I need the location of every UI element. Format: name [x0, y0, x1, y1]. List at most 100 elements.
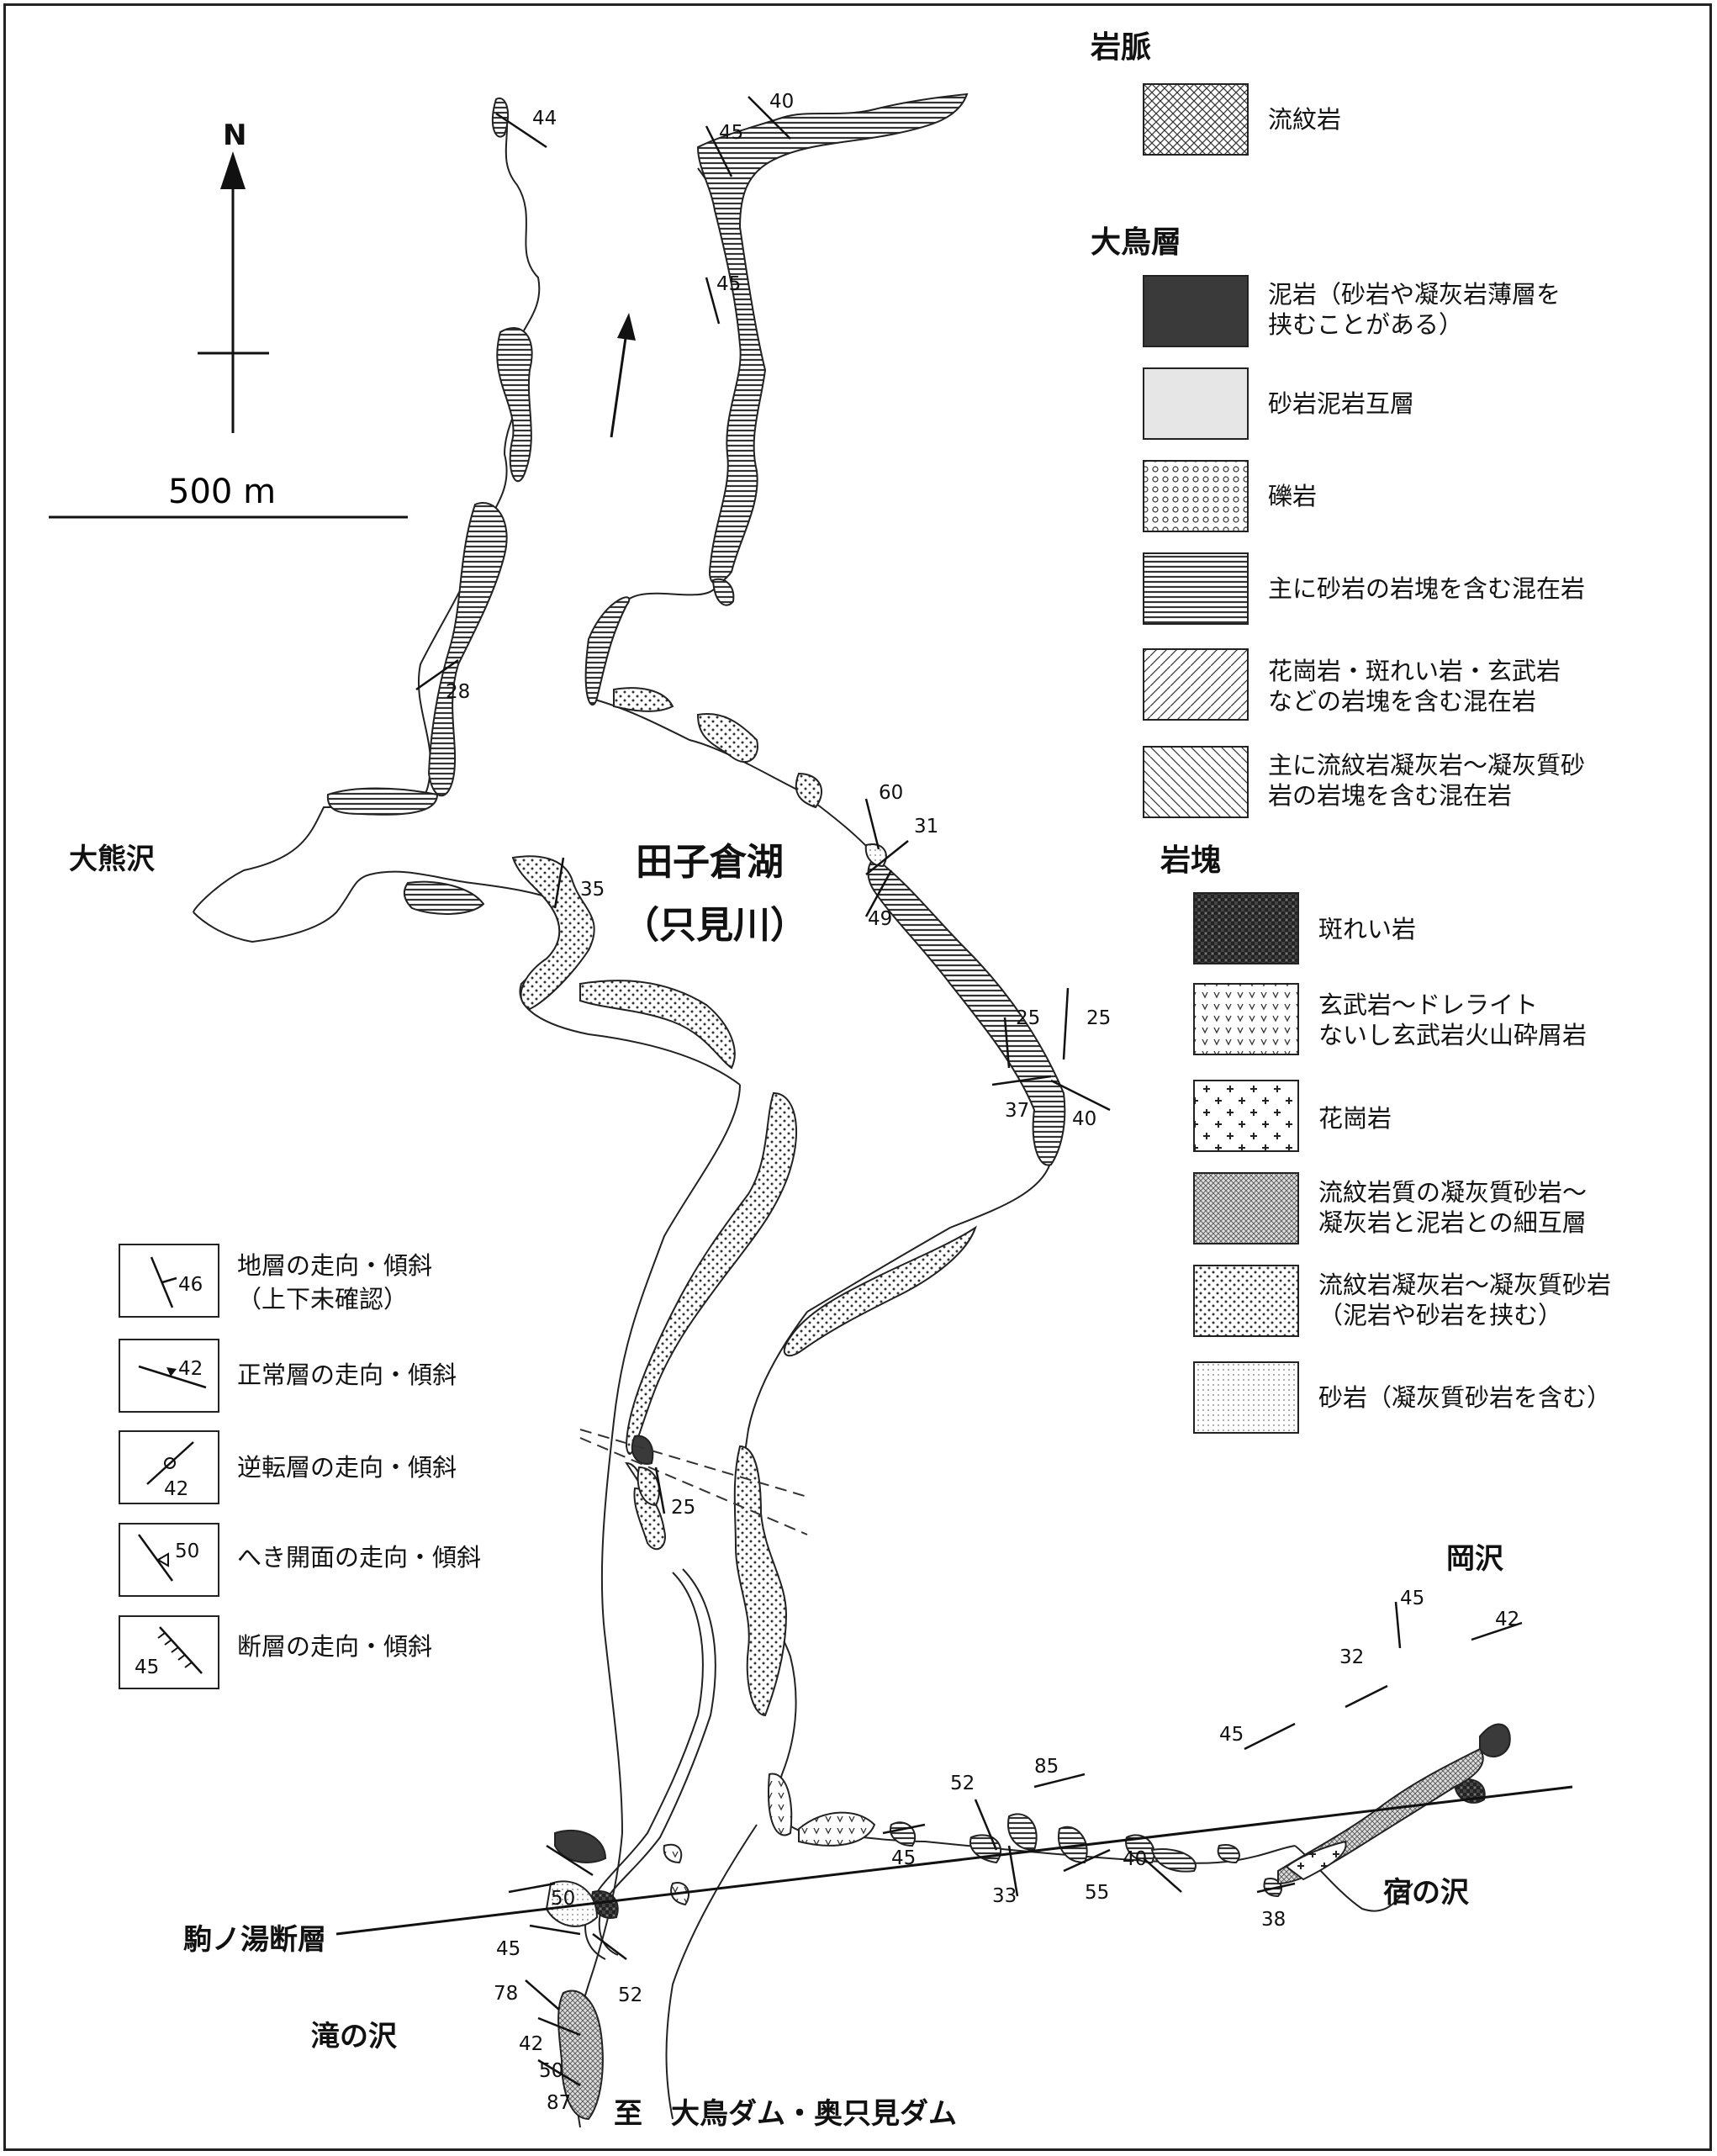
dip-value: 25 [1086, 1007, 1111, 1029]
lake-name: 田子倉湖 [636, 841, 784, 884]
dip-value: 33 [992, 1885, 1017, 1907]
symbol-label: 逆転層の走向・傾斜 [237, 1453, 457, 1482]
dip-value: 45 [496, 1938, 520, 1960]
legend-swatch-granite [1193, 1080, 1299, 1152]
scale-bar: 500 m [49, 473, 408, 519]
symbol-label: 断層の走向・傾斜 [237, 1632, 432, 1661]
lithology-legend: 岩脈 流紋岩 大鳥層 泥岩（砂岩や凝灰岩薄層を 挟むことがある） 砂岩泥岩互層 … [1091, 30, 1611, 1434]
dip-value: 40 [1072, 1108, 1096, 1130]
legend-label: 泥岩（砂岩や凝灰岩薄層を [1268, 280, 1561, 309]
legend-label: 砂岩泥岩互層 [1268, 389, 1414, 418]
dip-value: 50 [539, 2060, 563, 2082]
legend-label: 花崗岩 [1318, 1104, 1392, 1133]
legend-label: 礫岩 [1268, 482, 1317, 510]
geologic-units [326, 92, 1511, 2121]
oka-sawa-label: 岡沢 [1446, 1542, 1504, 1576]
dip-value: 32 [1339, 1646, 1364, 1668]
komanoyu-fault-label: 駒ノ湯断層 [183, 1923, 326, 1957]
dip-value: 55 [1085, 1882, 1109, 1904]
legend-swatch-gabbro [1193, 892, 1299, 964]
yado-no-sawa-label: 宿の沢 [1383, 1876, 1470, 1910]
legend-swatch-melange-granite [1143, 648, 1249, 721]
legend-label: （泥岩や砂岩を挟む） [1318, 1301, 1562, 1329]
legend-label: 流紋岩質の凝灰質砂岩～ [1318, 1178, 1587, 1207]
dip-value: 25 [1016, 1007, 1040, 1029]
dip-labels: 44 40 45 45 28 60 31 35 49 25 25 37 40 2… [446, 91, 1519, 2114]
legend-label: 主に砂岩の岩塊を含む混在岩 [1268, 574, 1585, 603]
symbol-value: 46 [178, 1274, 203, 1296]
dip-value: 45 [1219, 1724, 1244, 1746]
taki-no-sawa-label: 滝の沢 [311, 2020, 398, 2053]
dip-value: 38 [1261, 1909, 1286, 1931]
legend-label: 斑れい岩 [1318, 915, 1416, 943]
overturned-bed-icon [119, 1430, 219, 1504]
legend-label: 花崗岩・斑れい岩・玄武岩 [1268, 657, 1561, 685]
map-frame [3, 3, 1712, 2151]
legend-label: 凝灰岩と泥岩との細互層 [1318, 1208, 1587, 1237]
legend-label: ないし玄武岩火山砕屑岩 [1318, 1021, 1587, 1049]
legend-heading-block: 岩塊 [1160, 843, 1221, 878]
legend-swatch-basalt [1193, 983, 1299, 1055]
legend-label: 玄武岩～ドレライト [1318, 991, 1538, 1019]
dip-value: 45 [716, 273, 741, 295]
dip-value: 37 [1005, 1100, 1029, 1122]
dip-value: 45 [891, 1847, 916, 1869]
dip-value: 52 [950, 1773, 975, 1794]
flow-arrow [610, 313, 636, 438]
legend-swatch-rhyolite-tuff [1193, 1265, 1299, 1337]
destination-label: 至 大鳥ダム・奥只見ダム [614, 2097, 957, 2131]
symbol-label: （上下未確認） [237, 1285, 408, 1313]
dip-value: 35 [580, 879, 605, 901]
symbol-label: 正常層の走向・傾斜 [237, 1361, 457, 1389]
dip-value: 60 [879, 782, 903, 804]
dip-value: 85 [1034, 1756, 1059, 1778]
dip-value: 45 [1400, 1588, 1424, 1609]
legend-heading-dike: 岩脈 [1091, 30, 1151, 65]
dip-value: 28 [446, 681, 470, 703]
dip-value: 78 [494, 1983, 518, 2005]
legend-label: 流紋岩凝灰岩～凝灰質砂岩 [1318, 1271, 1611, 1299]
legend-label: 主に流紋岩凝灰岩～凝灰質砂 [1268, 751, 1585, 779]
legend-label: 流紋岩 [1268, 105, 1341, 134]
strike-dip-symbols [415, 96, 1523, 2087]
river-name: （只見川） [622, 904, 807, 947]
legend-swatch-sandstone [1193, 1361, 1299, 1434]
legend-label: などの岩塊を含む混在岩 [1268, 687, 1536, 716]
okuma-sawa-label: 大熊沢 [69, 843, 156, 876]
dip-value: 49 [868, 908, 892, 930]
dip-value: 40 [1123, 1848, 1147, 1870]
faults [335, 1429, 1573, 1936]
legend-swatch-melange-rhyolite [1143, 746, 1249, 818]
symbol-value: 42 [164, 1478, 188, 1500]
place-labels: 田子倉湖 （只見川） 大熊沢 岡沢 宿の沢 駒ノ湯断層 滝の沢 至 大鳥ダム・奥… [69, 841, 1504, 2131]
north-arrow: N [198, 119, 269, 433]
legend-swatch-rhyolite [1143, 83, 1249, 156]
dip-value: 40 [769, 91, 794, 113]
dip-value: 42 [519, 2033, 543, 2055]
symbol-value: 50 [175, 1540, 199, 1562]
dip-value: 44 [532, 108, 557, 129]
legend-label: 岩の岩塊を含む混在岩 [1268, 781, 1512, 810]
dip-value: 87 [547, 2092, 571, 2114]
dip-value: 45 [719, 122, 743, 144]
legend-swatch-conglomerate [1143, 460, 1249, 532]
symbol-legend: 46 地層の走向・傾斜 （上下未確認） 42 正常層の走向・傾斜 42 逆転層の… [119, 1244, 481, 1689]
dip-value: 31 [914, 816, 938, 838]
legend-swatch-tuff-alternation [1193, 1172, 1299, 1244]
dip-value: 50 [551, 1888, 575, 1910]
legend-swatch-mudstone [1143, 275, 1249, 347]
symbol-value: 42 [178, 1358, 203, 1380]
legend-label: 挟むことがある） [1268, 310, 1463, 339]
symbol-label: へき開面の走向・傾斜 [237, 1543, 481, 1572]
north-label: N [223, 119, 246, 152]
scale-bar-label: 500 m [168, 473, 276, 511]
symbol-label: 地層の走向・傾斜 [237, 1251, 432, 1280]
dip-value: 52 [618, 1984, 642, 2006]
dip-value: 42 [1495, 1609, 1519, 1630]
legend-swatch-alternation [1143, 367, 1249, 440]
legend-swatch-melange-sandstone [1143, 552, 1249, 625]
fault-icon [119, 1615, 219, 1689]
legend-label: 砂岩（凝灰質砂岩を含む） [1318, 1383, 1611, 1412]
dip-value: 25 [671, 1497, 695, 1519]
